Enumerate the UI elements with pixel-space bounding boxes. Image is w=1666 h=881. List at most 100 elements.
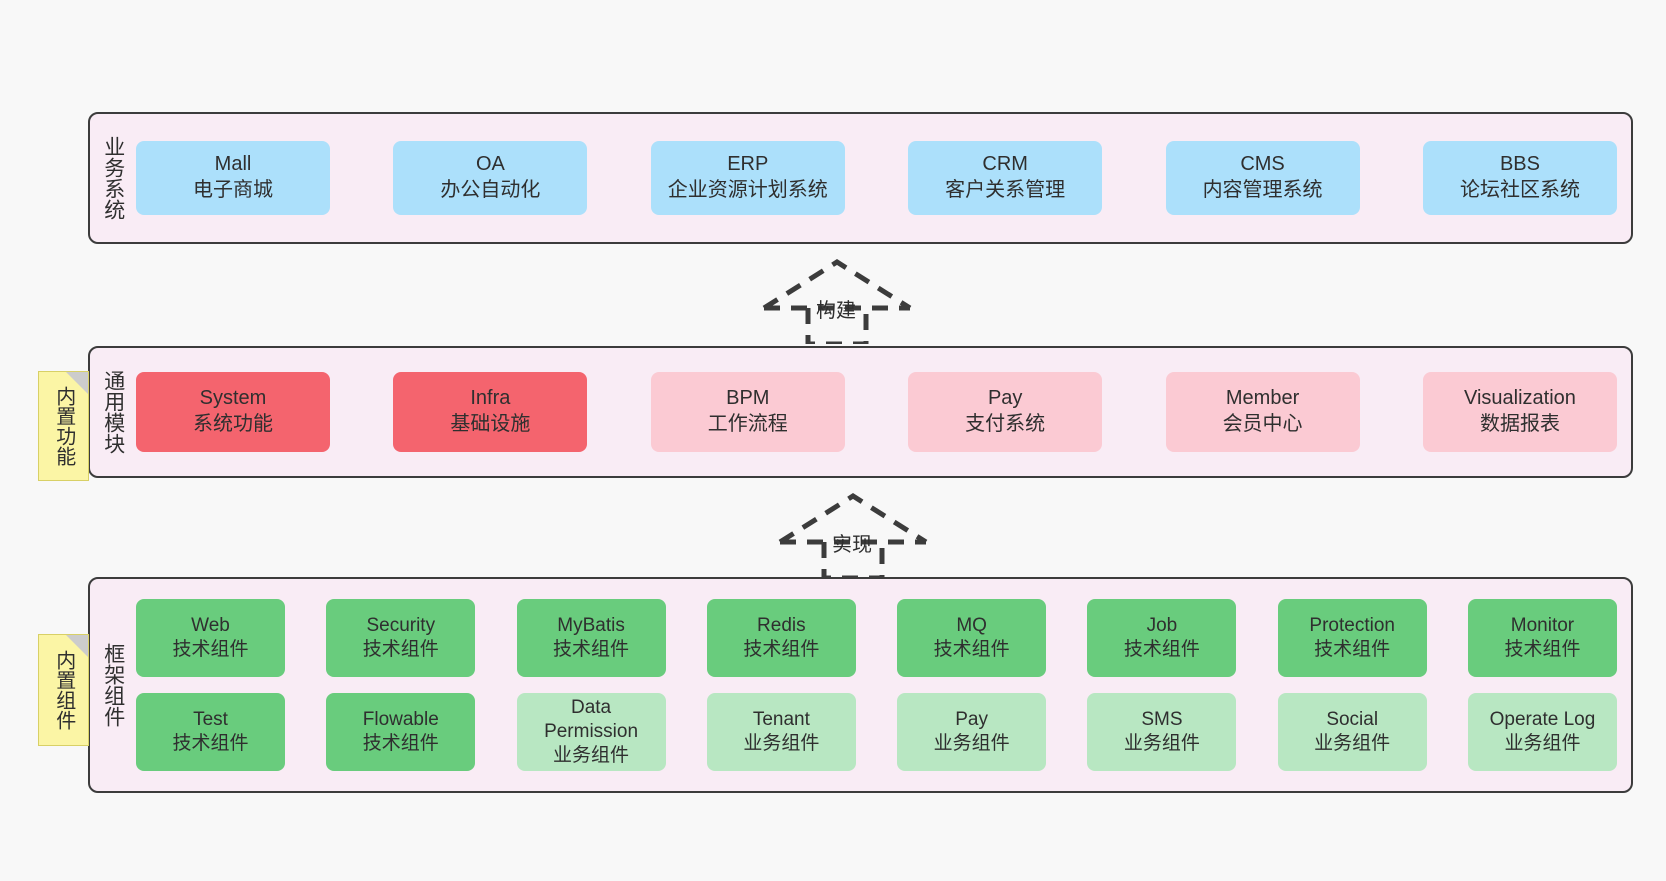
card-system[interactable]: System 系统功能	[136, 372, 330, 452]
card-title-cn: 技术组件	[362, 733, 439, 754]
card-infra[interactable]: Infra 基础设施	[393, 372, 588, 452]
card-title-cn: 业务组件	[1314, 733, 1391, 754]
card-title-en: MyBatis	[557, 614, 625, 636]
card-sms[interactable]: SMS 业务组件	[1087, 693, 1237, 771]
card-title-cn: 业务组件	[1504, 733, 1581, 754]
card-title-en: CMS	[1240, 153, 1285, 176]
card-title-cn: 支付系统	[965, 413, 1046, 435]
card-bbs[interactable]: BBS 论坛社区系统	[1422, 141, 1617, 215]
note-text: 内置功能	[52, 386, 75, 466]
card-redis[interactable]: Redis 技术组件	[706, 599, 856, 677]
card-title-en: SMS	[1141, 708, 1183, 730]
card-tenant[interactable]: Tenant 业务组件	[706, 693, 856, 771]
card-flowable[interactable]: Flowable 技术组件	[326, 693, 476, 771]
card-social[interactable]: Social 业务组件	[1277, 693, 1427, 771]
card-row: Web 技术组件 Security 技术组件 MyBatis 技术组件 Redi…	[136, 599, 1617, 677]
layer-body-business: Mall 电子商城 OA 办公自动化 ERP 企业资源计划系统 CRM 客户关系…	[136, 114, 1631, 242]
card-title-cn: 企业资源计划系统	[667, 179, 828, 201]
card-title-cn: 技术组件	[933, 639, 1010, 660]
card-title-cn: 技术组件	[1504, 639, 1581, 660]
card-mq[interactable]: MQ 技术组件	[897, 599, 1047, 677]
layer-title-common: 通用模块	[101, 370, 125, 454]
card-title-cn: 客户关系管理	[945, 179, 1066, 201]
card-protection[interactable]: Protection 技术组件	[1277, 599, 1427, 677]
card-title-en: Mall	[214, 153, 252, 176]
card-title-cn: 工作流程	[707, 413, 788, 435]
card-title-en: CRM	[982, 153, 1028, 176]
card-title-cn: 基础设施	[450, 413, 531, 435]
card-bpm[interactable]: BPM 工作流程	[650, 372, 845, 452]
card-title-cn: 内容管理系统	[1202, 179, 1323, 201]
connector-implement-arrow	[778, 493, 928, 581]
card-title-en: Redis	[757, 614, 806, 636]
card-pay-module[interactable]: Pay 支付系统	[908, 372, 1103, 452]
card-title-en: BBS	[1499, 153, 1540, 176]
connector-build: 构建	[752, 252, 922, 347]
card-title-cn: 技术组件	[172, 639, 249, 660]
card-title-en: Pay	[987, 387, 1023, 410]
card-title-cn: 业务组件	[933, 733, 1010, 754]
card-title-en: Test	[193, 708, 228, 730]
card-mybatis[interactable]: MyBatis 技术组件	[516, 599, 666, 677]
connector-build-arrow	[762, 259, 912, 347]
card-monitor[interactable]: Monitor 技术组件	[1467, 599, 1617, 677]
note-text: 内置组件	[52, 650, 75, 730]
card-title-en: Infra	[470, 387, 511, 410]
card-title-cn: 业务组件	[743, 733, 820, 754]
note-builtin-function: 内置功能	[38, 371, 89, 481]
card-title-en: ERP	[727, 153, 769, 176]
card-title-en: Operate Log	[1489, 708, 1596, 730]
card-web[interactable]: Web 技术组件	[136, 599, 285, 677]
card-title-cn: 电子商城	[193, 179, 273, 201]
card-row: System 系统功能 Infra 基础设施 BPM 工作流程 Pay 支付系统…	[136, 372, 1617, 452]
card-title-cn: 办公自动化	[440, 179, 541, 201]
card-operate-log[interactable]: Operate Log 业务组件	[1467, 693, 1617, 771]
card-title-cn: 技术组件	[172, 733, 249, 754]
card-title-cn: 技术组件	[1123, 639, 1200, 660]
card-oa[interactable]: OA 办公自动化	[393, 141, 588, 215]
card-data-permission[interactable]: Data Permission 业务组件	[516, 693, 666, 771]
card-title-cn: 会员中心	[1222, 413, 1303, 435]
card-title-en: Web	[191, 614, 230, 636]
card-title-en: Flowable	[362, 708, 439, 730]
card-title-cn: 业务组件	[1123, 733, 1200, 754]
card-title-cn: 技术组件	[553, 639, 630, 660]
card-title-en: Job	[1146, 614, 1178, 636]
card-member[interactable]: Member 会员中心	[1165, 372, 1360, 452]
layer-title-framework: 框架组件	[101, 643, 125, 727]
card-title-cn: 业务组件	[553, 745, 630, 767]
card-title-en: Tenant	[752, 708, 810, 730]
card-title-en: Security	[366, 614, 436, 636]
card-title-cn: 系统功能	[193, 413, 273, 435]
card-title-en: Protection	[1309, 614, 1395, 636]
card-title-cn: 技术组件	[362, 639, 439, 660]
card-title-en: OA	[475, 153, 505, 176]
card-job[interactable]: Job 技术组件	[1087, 599, 1237, 677]
card-title-en: Monitor	[1510, 614, 1575, 636]
layer-title-business: 业务系统	[101, 136, 125, 220]
card-test[interactable]: Test 技术组件	[136, 693, 285, 771]
card-title-en: BPM	[726, 387, 770, 410]
card-security[interactable]: Security 技术组件	[326, 599, 476, 677]
layer-business-systems: 业务系统 Mall 电子商城 OA 办公自动化 ERP 企业资源计划系统 CRM…	[88, 112, 1633, 244]
card-title-cn: 数据报表	[1479, 413, 1560, 435]
layer-body-common: System 系统功能 Infra 基础设施 BPM 工作流程 Pay 支付系统…	[136, 348, 1631, 476]
card-crm[interactable]: CRM 客户关系管理	[908, 141, 1103, 215]
layer-body-framework: Web 技术组件 Security 技术组件 MyBatis 技术组件 Redi…	[136, 579, 1631, 791]
connector-implement-label: 实现	[832, 534, 872, 556]
card-title-en: Data Permission	[544, 696, 639, 742]
card-erp[interactable]: ERP 企业资源计划系统	[650, 141, 845, 215]
card-mall[interactable]: Mall 电子商城	[136, 141, 330, 215]
card-pay-component[interactable]: Pay 业务组件	[897, 693, 1047, 771]
connector-build-label: 构建	[816, 300, 856, 322]
card-title-cn: 论坛社区系统	[1459, 179, 1580, 201]
card-title-en: System	[199, 387, 267, 410]
card-title-en: Member	[1225, 387, 1300, 410]
layer-common-modules: 通用模块 System 系统功能 Infra 基础设施 BPM 工作流程 Pay…	[88, 346, 1633, 478]
card-row: Mall 电子商城 OA 办公自动化 ERP 企业资源计划系统 CRM 客户关系…	[136, 141, 1617, 215]
card-cms[interactable]: CMS 内容管理系统	[1165, 141, 1360, 215]
card-visualization[interactable]: Visualization 数据报表	[1422, 372, 1617, 452]
card-title-en: Pay	[955, 708, 988, 730]
card-title-cn: 技术组件	[743, 639, 820, 660]
card-row: Test 技术组件 Flowable 技术组件 Data Permission …	[136, 693, 1617, 771]
